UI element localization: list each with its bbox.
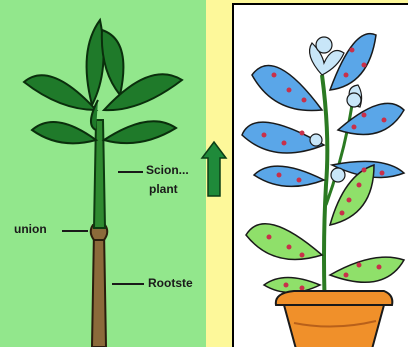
union-label: union (14, 222, 47, 236)
scion-label: Scion... (146, 163, 189, 177)
graft-diagram-panel: Scion... plant union Rootste (0, 0, 206, 347)
scion-plant-label: plant (149, 182, 178, 196)
potted-plant-panel (232, 3, 408, 347)
potted-flowering-plant-icon (234, 5, 408, 347)
rootstock-label: Rootste (148, 276, 193, 290)
